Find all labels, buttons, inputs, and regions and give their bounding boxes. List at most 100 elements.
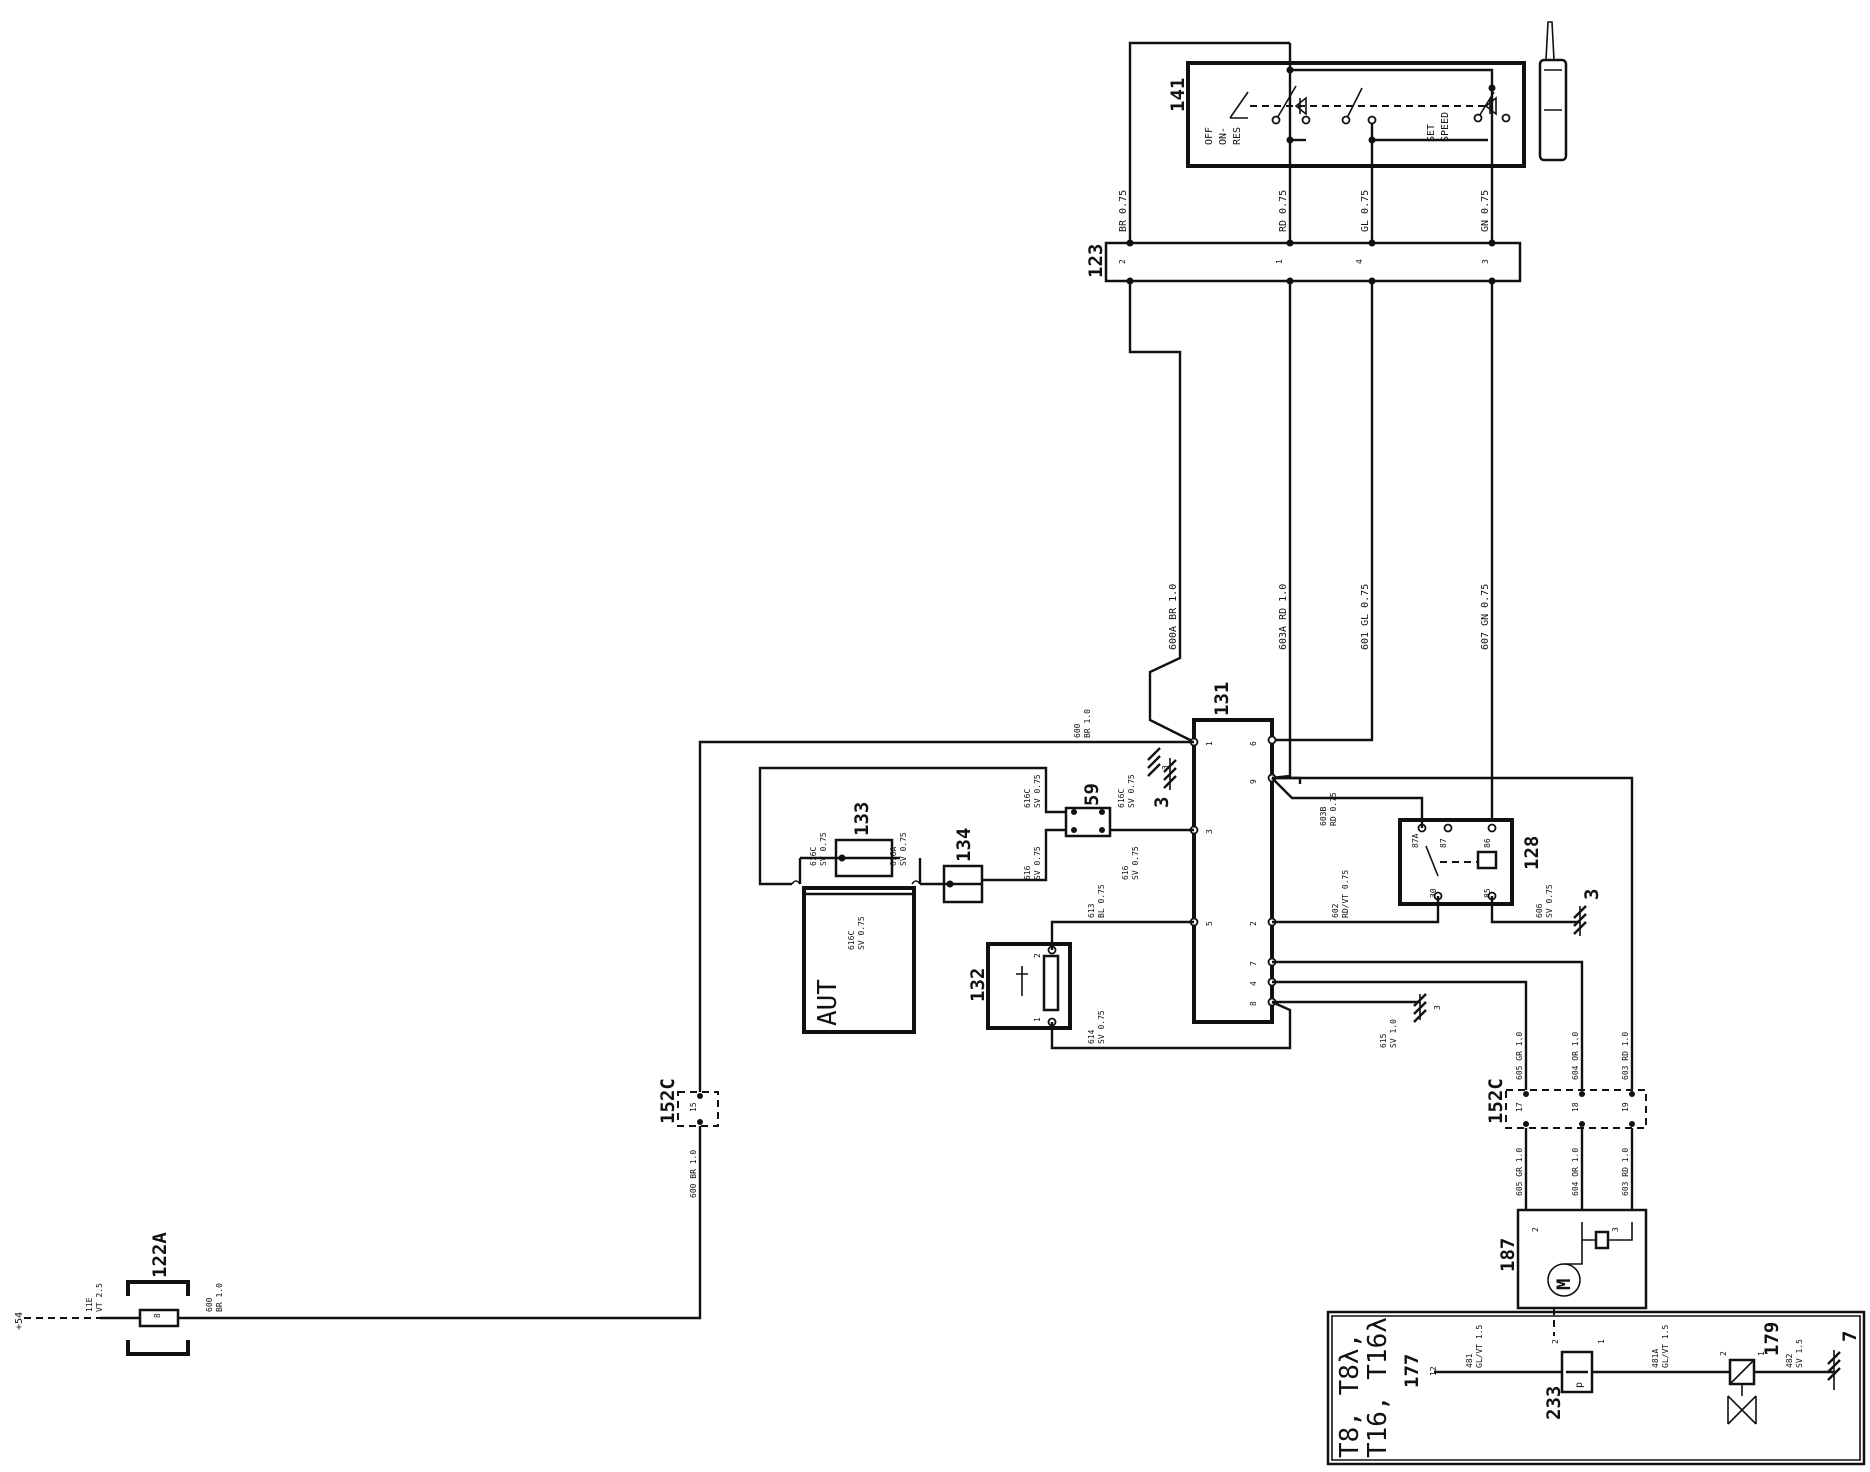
fuse-122a: 122A 8 — [100, 1232, 190, 1356]
switch-141-id: 141 — [1167, 78, 1189, 112]
wire-label-616-a2: SV 0.75 — [1033, 846, 1042, 880]
wire-label-616c-d: 616C — [847, 931, 856, 950]
wire-label-600-top: 600 — [1073, 723, 1082, 738]
aut-label: AUT — [813, 979, 843, 1026]
component-132-id: 132 — [967, 968, 989, 1002]
switch-141-res: RES — [1232, 127, 1243, 145]
connector-152c-pin-19: 19 — [1621, 1102, 1630, 1112]
module-131-pin-1: 1 — [1205, 741, 1214, 746]
component-132-pin-2: 2 — [1033, 953, 1042, 958]
wire-label-600a: 600A BR 1.0 — [1168, 584, 1179, 650]
relay-128-id: 128 — [1521, 836, 1543, 870]
module-131-pin-5: 5 — [1205, 921, 1214, 926]
connector-152c-left: 152C 15 — [657, 1078, 719, 1127]
wire-label-616c-c: 616C — [809, 847, 818, 866]
component-134: 134 — [920, 828, 984, 904]
module-131-pin-8: 8 — [1249, 1001, 1258, 1006]
connector-59: 59 — [1064, 783, 1112, 838]
wire-label-rd075: RD 0.75 — [1278, 190, 1289, 232]
wire-label-481b: GL/VT 1.5 — [1475, 1324, 1484, 1368]
component-133: 133 — [800, 802, 900, 878]
module-131-pin-2: 2 — [1249, 921, 1258, 926]
component-233-id: 233 — [1543, 1386, 1565, 1420]
wire-label-616-b2: SV 0.75 — [1131, 846, 1140, 880]
wire-label-615: 615 — [1379, 1033, 1388, 1048]
wire-label-603b: 603B — [1319, 807, 1328, 826]
wire-label-601: 601 GL 0.75 — [1360, 584, 1371, 650]
wire-label-616c-d2: SV 0.75 — [857, 916, 866, 950]
component-133-id: 133 — [851, 802, 873, 836]
wire-label-614b: SV 0.75 — [1097, 1010, 1106, 1044]
actuator-187-id: 187 — [1497, 1238, 1519, 1272]
wire-label-616c-c2: SV 0.75 — [819, 832, 828, 866]
connector-123: 123 2 1 4 3 — [1085, 239, 1522, 285]
aut-unit: AUT 616C SV 0.75 — [802, 886, 916, 1034]
wire-label-603: 603 RD 1.0 — [1621, 1032, 1630, 1080]
variant-box: T8, T8λ, T16, T16λ 177 12 481 GL/VT 1.5 … — [1326, 1310, 1866, 1466]
wire-label-600-h: 600 — [205, 1297, 214, 1312]
module-131-pin-7: 7 — [1249, 961, 1258, 966]
connector-123-pin-2: 2 — [1118, 259, 1127, 264]
wire-label-614: 614 — [1087, 1029, 1096, 1044]
wire-label-615b: SV 1.0 — [1389, 1019, 1398, 1048]
wire-label-600-vertical: 600 BR 1.0 — [689, 1150, 698, 1198]
component-179-pin-2: 2 — [1719, 1351, 1728, 1356]
wire-label-616-a: 616 — [1023, 865, 1032, 880]
connector-152c-pin-15: 15 — [689, 1102, 698, 1112]
wire-label-11e: 11E — [85, 1297, 94, 1312]
switch-141: 141 OFF ON- RES SET SPEED — [1167, 61, 1526, 168]
wire-label-gn075: GN 0.75 — [1480, 190, 1491, 232]
ground-symbol: 3 — [1147, 747, 1170, 777]
wire-label-604: 604 OR 1.0 — [1571, 1032, 1580, 1080]
connector-152c-right: 152C 17 18 19 — [1485, 1078, 1647, 1129]
component-233-pin-1: 1 — [1597, 1339, 1606, 1344]
connector-152c-pin-17: 17 — [1515, 1102, 1524, 1112]
variant-line-1: T8, T8λ, — [1335, 1333, 1365, 1458]
actuator-187-pin-2: 2 — [1531, 1227, 1540, 1232]
ground-label: 3 — [1433, 1005, 1442, 1010]
wire-label-600-h2: BR 1.0 — [215, 1283, 224, 1312]
wire-label-616c-b2: SV 0.75 — [1127, 774, 1136, 808]
relay-128-pin-30: 30 — [1429, 888, 1438, 898]
module-131-pin-9: 9 — [1249, 779, 1258, 784]
switch-141-on: ON- — [1218, 127, 1229, 145]
ground-3b-label: 3 — [1161, 765, 1170, 770]
wire-label-606: 606 — [1535, 903, 1544, 918]
component-177-id: 177 — [1401, 1354, 1423, 1388]
wire-label-600-top2: BR 1.0 — [1083, 709, 1092, 738]
component-134-id: 134 — [953, 828, 975, 862]
wire-label-603b2: RD 0.75 — [1329, 792, 1338, 826]
wire-label-616c-a: 616C — [1023, 789, 1032, 808]
connector-152c-right-id: 152C — [1485, 1078, 1507, 1124]
wire-label-gl075: GL 0.75 — [1360, 190, 1371, 232]
ground-7-label: 7 — [1839, 1331, 1861, 1342]
wire-label-602b: RD/VT 0.75 — [1341, 870, 1350, 918]
wire-label-613b: BL 0.75 — [1097, 884, 1106, 918]
wire-label-613: 613 — [1087, 903, 1096, 918]
wire-label-605: 605 GR 1.0 — [1515, 1032, 1524, 1080]
module-131-pin-6: 6 — [1249, 741, 1258, 746]
connector-123-pin-4: 4 — [1355, 259, 1364, 264]
connector-152c-pin-18: 18 — [1571, 1102, 1580, 1112]
wire-label-616c-b: 616C — [1117, 789, 1126, 808]
fuse-122a-pin: 8 — [153, 1313, 162, 1318]
ground-3c-label: 3 — [1581, 889, 1603, 900]
component-233-symbol: p — [1574, 1382, 1585, 1388]
connector-59-id: 59 — [1081, 783, 1103, 806]
module-131-pin-4: 4 — [1249, 981, 1258, 986]
wire-label-604-lower: 604 OR 1.0 — [1571, 1148, 1580, 1196]
fuse-122a-id: 122A — [149, 1232, 171, 1278]
module-131-pin-3: 3 — [1205, 829, 1214, 834]
ground-symbol: 3 — [1151, 758, 1177, 808]
control-module-131: 131 1 6 9 3 5 2 7 4 8 — [1189, 682, 1277, 1024]
wire-label-12: 12 — [1429, 1366, 1438, 1376]
wire-label-603a: 603A RD 1.0 — [1278, 584, 1289, 650]
connector-123-id: 123 — [1085, 244, 1107, 278]
wire-label-605-lower: 605 GR 1.0 — [1515, 1148, 1524, 1196]
switch-141-off: OFF — [1204, 127, 1215, 145]
relay-128-pin-87a: 87A — [1411, 833, 1420, 848]
actuator-187-pin-3: 3 — [1611, 1227, 1620, 1232]
ground-symbol: 3 — [1413, 993, 1442, 1023]
wire-label-603-lower: 603 RD 1.0 — [1621, 1148, 1630, 1196]
